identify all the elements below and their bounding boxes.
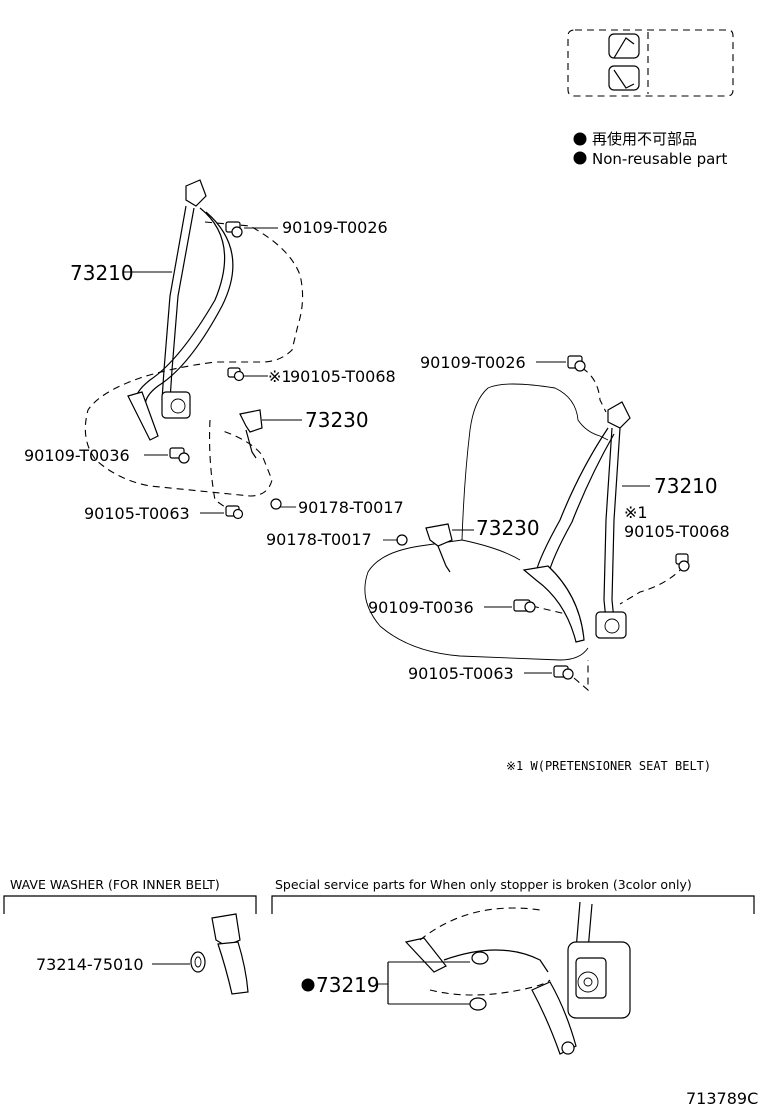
legend-line-1: 再使用不可部品 [592,130,697,148]
part-number-label: 90105-T0068 [290,367,396,386]
pretensioner-mark: ※1 [624,503,648,522]
bolt-icon [225,221,243,238]
part-number-label: 90178-T0017 [266,530,372,549]
bolt-icon [553,665,574,680]
part-number-label: 90109-T0036 [368,598,474,617]
bolt-icon [227,367,245,382]
part-number-label: 73214-75010 [36,955,144,974]
part-number-label: 90109-T0026 [282,218,388,237]
wave-washer-panel: WAVE WASHER (FOR INNER BELT) 73214-75010 [3,877,257,995]
bolt-icon [675,553,690,572]
legend-line-2: Non-reusable part [592,150,727,168]
part-number-label: 90105-T0068 [624,522,730,541]
pretensioner-mark: ※1 [268,367,292,386]
part-number-label: 73219 [316,973,380,997]
part-number-label: 73230 [476,516,540,540]
stopper-icon [469,997,487,1011]
nut-icon [396,534,408,546]
bolt-icon [225,505,244,520]
special-service-parts-panel: Special service parts for When only stop… [271,877,755,1055]
nut-icon [270,498,282,510]
part-number-label: 73210 [70,261,134,285]
special-parts-header: Special service parts for When only stop… [275,877,692,892]
part-number-label: 90109-T0026 [420,353,526,372]
wave-washer-header: WAVE WASHER (FOR INNER BELT) [10,877,220,892]
non-reusable-dot-icon [573,132,587,146]
view-indicator-icon [567,29,734,97]
part-number-label: 73210 [654,474,718,498]
part-number-label: 90105-T0063 [84,504,190,523]
bolt-icon [169,447,190,464]
washer-icon [190,951,206,973]
right-seat-belt-assembly: 90109-T0026 73210 ※1 90105-T0068 73230 9… [266,353,730,692]
pretensioner-footnote: ※1 W(PRETENSIONER SEAT BELT) [506,759,711,773]
part-number-label: 73230 [305,408,369,432]
legend: 再使用不可部品 Non-reusable part [573,130,727,168]
left-seat-belt-assembly: 90109-T0026 73210 ※1 90105-T0068 73230 9… [24,179,404,523]
part-number-label: 90105-T0063 [408,664,514,683]
bolt-icon [567,355,586,372]
stopper-icon [471,951,489,965]
part-number-label: 90109-T0036 [24,446,130,465]
diagram-id: 713789C [686,1089,758,1108]
non-reusable-dot-icon [301,978,315,992]
part-number-label: 90178-T0017 [298,498,404,517]
bolt-icon [513,599,536,613]
